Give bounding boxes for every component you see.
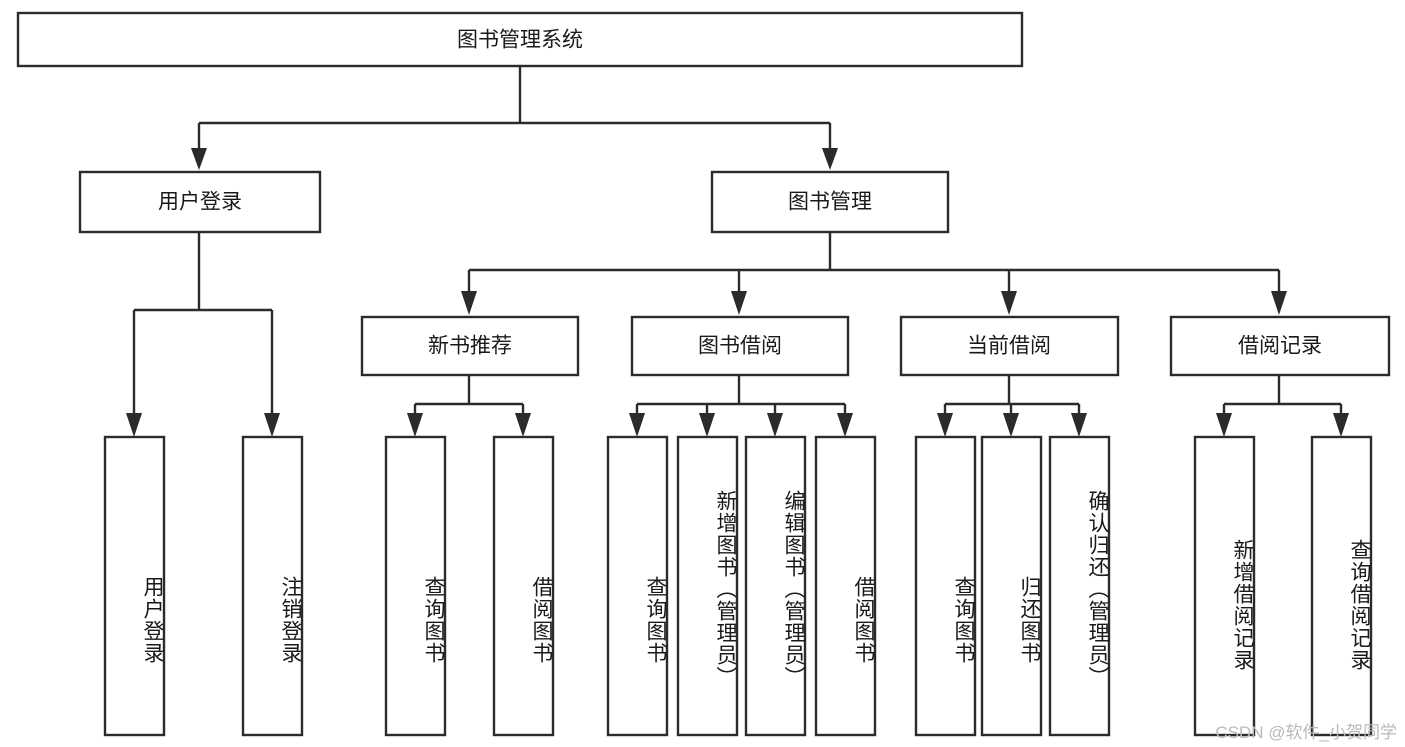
node-borrow-record[interactable]: 借阅记录 (1169, 315, 1391, 377)
arrow-to-book-mgmt (822, 148, 838, 170)
node-new-book-recommend[interactable]: 新书推荐 (360, 315, 580, 377)
connector-group (126, 66, 1349, 437)
leaf-box-book-borrow-2[interactable] (676, 435, 739, 737)
leaf-box-group (103, 435, 1373, 737)
arrow-book-borrow-leaf-4 (837, 413, 853, 437)
arrow-to-borrow-record (1271, 291, 1287, 315)
node-current-borrow-label: 当前借阅 (967, 335, 1051, 358)
arrow-to-new-book (461, 291, 477, 315)
csdn-watermark: CSDN @软件_小贺同学 (1215, 723, 1397, 742)
node-book-management-box[interactable] (710, 170, 950, 234)
node-book-borrow[interactable]: 图书借阅 (630, 315, 850, 377)
node-borrow-record-box[interactable] (1169, 315, 1391, 377)
node-root-system[interactable]: 图书管理系统 (16, 11, 1024, 68)
leaf-box-current-borrow-1[interactable] (914, 435, 977, 737)
arrow-user-login-leaf-1 (126, 413, 142, 437)
leaf-box-book-borrow-1[interactable] (606, 435, 669, 737)
node-user-login-box[interactable] (78, 170, 322, 234)
node-borrow-record-label: 借阅记录 (1238, 335, 1322, 358)
arrow-borrow-record-leaf-2 (1333, 413, 1349, 437)
arrow-current-borrow-leaf-1 (937, 413, 953, 437)
node-new-book-recommend-box[interactable] (360, 315, 580, 377)
arrow-to-book-borrow (731, 291, 747, 315)
leaf-box-current-borrow-3[interactable] (1048, 435, 1111, 737)
arrow-book-borrow-leaf-3 (767, 413, 783, 437)
arrow-to-user-login (191, 148, 207, 170)
arrow-user-login-leaf-2 (264, 413, 280, 437)
node-book-borrow-box[interactable] (630, 315, 850, 377)
node-new-book-recommend-label: 新书推荐 (428, 335, 512, 358)
arrow-new-book-leaf-2 (515, 413, 531, 437)
node-book-management[interactable]: 图书管理 (710, 170, 950, 234)
leaf-box-new-book-1[interactable] (384, 435, 447, 737)
leaf-box-book-borrow-4[interactable] (814, 435, 877, 737)
leaf-box-current-borrow-2[interactable] (980, 435, 1043, 737)
node-user-login-label: 用户登录 (158, 191, 242, 214)
arrow-borrow-record-leaf-1 (1216, 413, 1232, 437)
leaf-box-borrow-record-1[interactable] (1193, 435, 1256, 737)
arrow-current-borrow-leaf-3 (1071, 413, 1087, 437)
arrow-current-borrow-leaf-2 (1003, 413, 1019, 437)
leaf-box-new-book-2[interactable] (492, 435, 555, 737)
node-root-box[interactable] (16, 11, 1024, 68)
leaf-box-borrow-record-2[interactable] (1310, 435, 1373, 737)
node-book-borrow-label: 图书借阅 (698, 335, 782, 358)
arrow-new-book-leaf-1 (407, 413, 423, 437)
node-current-borrow[interactable]: 当前借阅 (899, 315, 1120, 377)
arrow-to-current-borrow (1001, 291, 1017, 315)
arrow-book-borrow-leaf-2 (699, 413, 715, 437)
arrow-book-borrow-leaf-1 (629, 413, 645, 437)
node-current-borrow-box[interactable] (899, 315, 1120, 377)
leaf-box-user-login-1[interactable] (103, 435, 166, 737)
leaf-box-book-borrow-3[interactable] (744, 435, 807, 737)
node-book-management-label: 图书管理 (788, 191, 872, 214)
node-root-label: 图书管理系统 (457, 29, 583, 52)
leaf-box-user-login-2[interactable] (241, 435, 304, 737)
node-user-login[interactable]: 用户登录 (78, 170, 322, 234)
